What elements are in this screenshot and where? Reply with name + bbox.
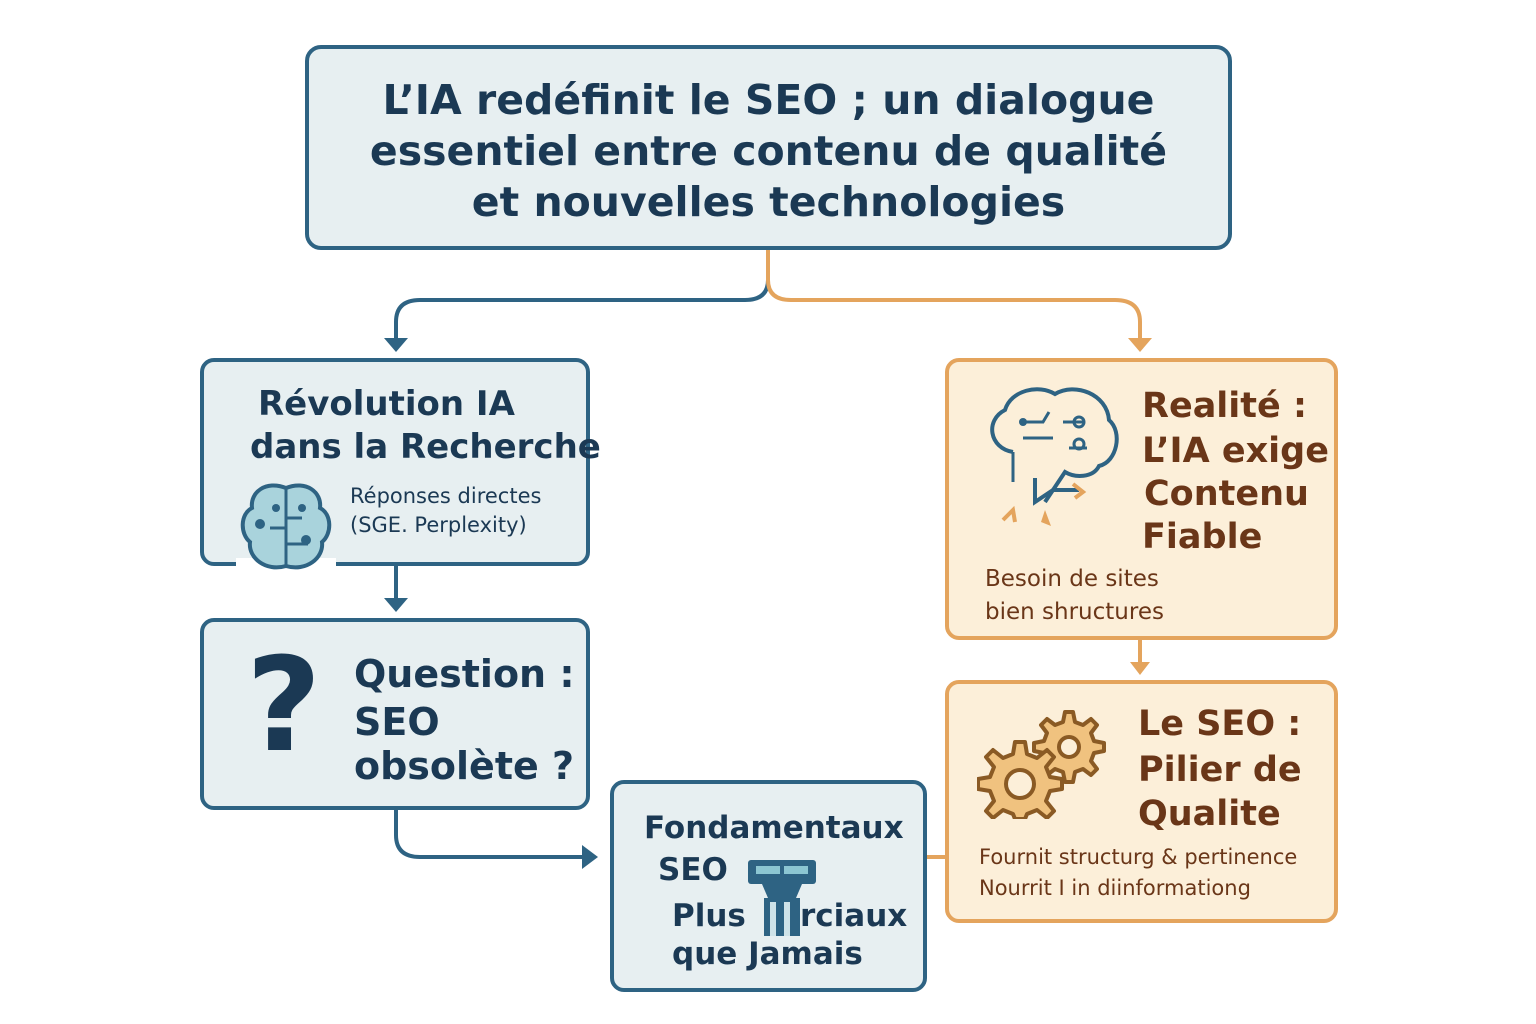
brain-icon [236, 483, 336, 578]
pilier-subtitle: Nourrit I in diinformationg [979, 876, 1251, 900]
connector-title-to-revolution [394, 250, 770, 342]
pilier-line: Le SEO : [1138, 704, 1302, 744]
revolution-subtitle: Réponses directes [350, 484, 542, 508]
question-line: Question : [354, 652, 575, 696]
pilier-line: Pilier de [1138, 750, 1302, 790]
pilier-line: Qualite [1138, 794, 1281, 834]
fondamentaux-line: Plus [672, 898, 746, 934]
question-box: ? Question : SEO obsolète ? [200, 618, 590, 810]
connector-title-to-realite [766, 250, 1142, 342]
gears-icon [977, 710, 1106, 819]
fondamentaux-line: Fondamentaux [644, 810, 904, 846]
title-line: L’IA redéfinit le SEO ; un dialogue [382, 76, 1155, 124]
question-line: obsolète ? [354, 744, 575, 788]
title-box: L’IA redéfinit le SEO ; un dialogue esse… [305, 45, 1232, 250]
revolution-subtitle: (SGE. Perplexity) [350, 513, 527, 537]
arrowhead [582, 845, 598, 869]
realite-subtitle: bien shructures [985, 599, 1164, 625]
question-mark-icon: ? [246, 629, 322, 781]
revolution-title: Révolution IA [258, 384, 515, 424]
ai-head-circuit-icon [990, 387, 1119, 526]
pilier-subtitle: Fournit structurg & pertinence [979, 845, 1298, 869]
realite-line: Realité : [1142, 386, 1307, 426]
realite-box: Realité : L’IA exige Contenu Fiable Beso… [945, 358, 1338, 640]
arrowhead [384, 598, 408, 612]
arrowhead [1130, 662, 1150, 675]
title-line: essentiel entre contenu de qualité [369, 127, 1168, 175]
fondamentaux-line: rciaux [800, 898, 908, 934]
realite-line: Fiable [1142, 517, 1263, 557]
fondamentaux-line: SEO [658, 852, 728, 888]
fondamentaux-box: Fondamentaux SEO Plus rciaux que Jamais [610, 780, 927, 992]
fondamentaux-line: que Jamais [672, 936, 863, 972]
pilier-box: Le SEO : Pilier de Qualite Fournit struc… [945, 680, 1338, 923]
revolution-title: dans la Recherche [250, 427, 601, 467]
realite-line: L’IA exige [1142, 431, 1329, 471]
connector-question-to-fondamentaux [394, 810, 585, 859]
arrowhead [384, 338, 408, 352]
title-line: et nouvelles technologies [471, 178, 1066, 226]
arrowhead [1128, 338, 1152, 352]
question-line: SEO [354, 700, 440, 744]
realite-subtitle: Besoin de sites [985, 566, 1159, 592]
realite-line: Contenu [1144, 474, 1309, 514]
pillar-icon [748, 860, 816, 936]
